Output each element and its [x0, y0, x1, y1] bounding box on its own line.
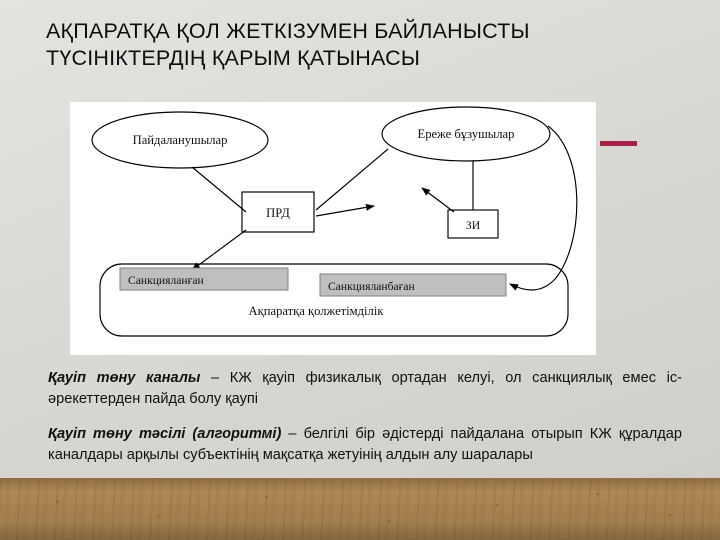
concept-diagram-figure: Пайдаланушылар Ереже бұзушылар ПРД ЗИ: [70, 102, 596, 355]
paragraph-2-definition: – белгілі бір әдістерді пайдалана отырып…: [48, 426, 682, 463]
zi-box-shape: [447, 209, 499, 239]
zi-box-label: ЗИ: [466, 219, 481, 232]
paragraph-2-term: Қауіп төну тәсілі (алгоритмі): [48, 426, 282, 442]
paragraph-threat-channel: Қауіп төну каналы – КЖ қауіп физикалық о…: [48, 368, 682, 409]
prd-box-shape: [241, 191, 315, 233]
paragraph-1-term: Қауіп төну каналы: [48, 370, 201, 386]
arrow-prd-to-sanctioned: [191, 229, 247, 271]
slide-title: АҚПАРАТҚА ҚОЛ ЖЕТКІЗУМЕН БАЙЛАНЫСТЫ ТҮСІ…: [46, 19, 530, 71]
arrow-zi-to-upleft: [421, 187, 455, 213]
arrow-prd-to-right: [315, 203, 375, 217]
sanctioned-box-label: Санкцияланған: [128, 274, 204, 287]
sanctioned-box-shape: [119, 267, 289, 291]
floor-shading-overlay: [0, 478, 720, 540]
unsanctioned-box-shape: [319, 273, 507, 297]
accent-rule-decoration: [600, 141, 637, 146]
arrow-violators-to-unsanctioned: [509, 125, 578, 291]
wooden-floor-decoration: [0, 478, 720, 540]
users-ellipse-shape: [91, 111, 269, 169]
connector-violators-to-prd: [315, 148, 389, 211]
paragraph-threat-method: Қауіп төну тәсілі (алгоритмі) – белгілі …: [48, 424, 682, 465]
access-container-label: Ақпаратқа қолжетімділік: [249, 304, 385, 318]
connector-users-to-prd: [191, 166, 247, 213]
users-ellipse-label: Пайдаланушылар: [133, 133, 228, 147]
unsanctioned-box-label: Санкцияланбаған: [328, 280, 415, 293]
prd-box-label: ПРД: [266, 206, 290, 220]
floor-knots-texture: [0, 478, 720, 540]
violators-ellipse-label: Ереже бұзушылар: [418, 127, 515, 141]
paragraph-1-definition: – КЖ қауіп физикалық ортадан келуі, ол с…: [48, 370, 683, 407]
violators-ellipse-shape: [381, 106, 551, 162]
